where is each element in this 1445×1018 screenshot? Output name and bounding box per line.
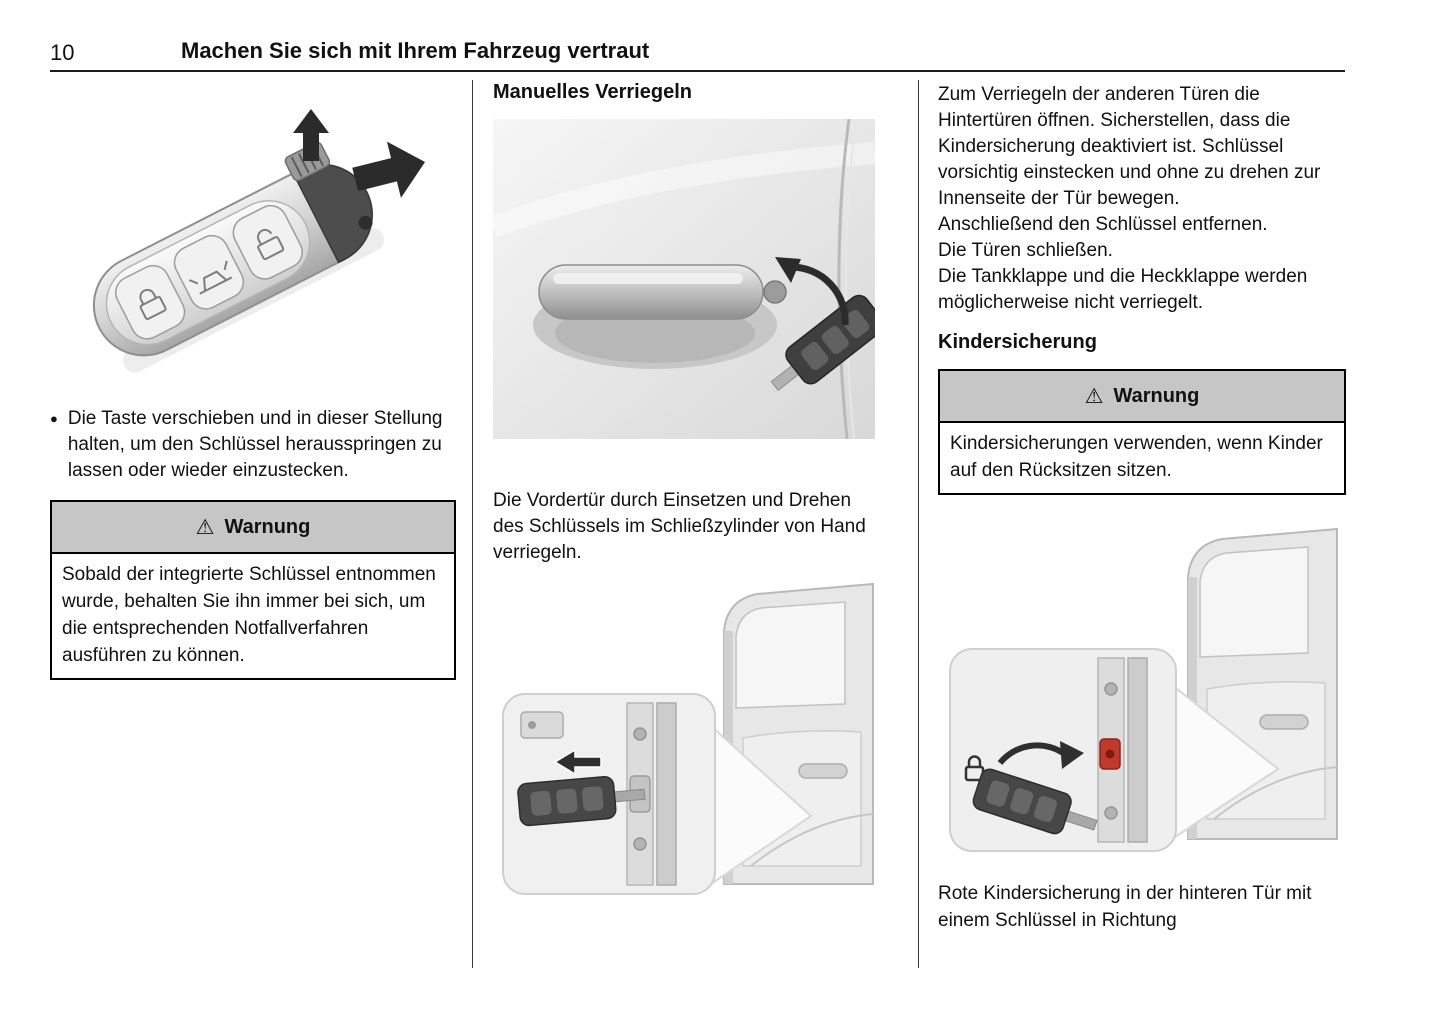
child-lock-caption: Rote Kindersicherung in der hinteren Tür… bbox=[938, 883, 1312, 931]
left-column: ● Die Taste verschieben und in dieser St… bbox=[50, 85, 456, 680]
warning-box-child-lock: ⚠ Warnung Kindersicherungen verwenden, w… bbox=[938, 369, 1346, 495]
warning-icon: ⚠ bbox=[195, 515, 215, 539]
front-door-lock-illustration bbox=[499, 576, 886, 906]
warning-title: Warnung bbox=[1113, 384, 1200, 407]
section-heading-child-lock: Kindersicherung bbox=[938, 331, 1097, 353]
key-fob-illustration bbox=[58, 95, 456, 390]
warning-header: ⚠ Warnung bbox=[52, 502, 454, 554]
warning-body-text: Sobald der integrierte Schlüssel entnomm… bbox=[62, 564, 436, 666]
bullet-icon: ● bbox=[50, 411, 58, 426]
column-divider-1 bbox=[472, 80, 473, 968]
warning-icon: ⚠ bbox=[1084, 384, 1104, 408]
page-title: Machen Sie sich mit Ihrem Fahrzeug vertr… bbox=[181, 38, 650, 63]
header-rule bbox=[50, 70, 1345, 72]
middle-column: Manuelles Verriegeln bbox=[489, 80, 886, 906]
paragraph: Die Tankklappe und die Heckklappe werden… bbox=[938, 266, 1308, 313]
key-instruction-text: Die Taste verschieben und in dieser Stel… bbox=[67, 408, 443, 481]
right-column: Zum Verriegeln der anderen Türen die Hin… bbox=[938, 82, 1346, 934]
manual-locking-text: Die Vordertür durch Einsetzen und Drehen… bbox=[493, 490, 866, 563]
warning-header: ⚠ Warnung bbox=[940, 371, 1344, 423]
warning-body-text: Kindersicherungen verwenden, wenn Kinder… bbox=[950, 433, 1323, 481]
paragraph: Anschließend den Schlüssel entfernen. bbox=[938, 214, 1268, 235]
paragraph: Die Türen schließen. bbox=[938, 240, 1113, 261]
door-handle-illustration bbox=[489, 118, 886, 444]
bullet-item: ● Die Taste verschieben und in dieser St… bbox=[50, 406, 456, 484]
warning-box-key: ⚠ Warnung Sobald der integrierte Schlüss… bbox=[50, 500, 456, 680]
page-number: 10 bbox=[50, 40, 75, 65]
paragraph: Zum Verriegeln der anderen Türen die Hin… bbox=[938, 84, 1321, 209]
column-divider-2 bbox=[918, 80, 919, 968]
child-lock-illustration bbox=[948, 517, 1346, 862]
locking-instructions: Zum Verriegeln der anderen Türen die Hin… bbox=[938, 82, 1346, 316]
section-heading-manual-locking: Manuelles Verriegeln bbox=[493, 81, 692, 103]
warning-title: Warnung bbox=[224, 515, 311, 538]
